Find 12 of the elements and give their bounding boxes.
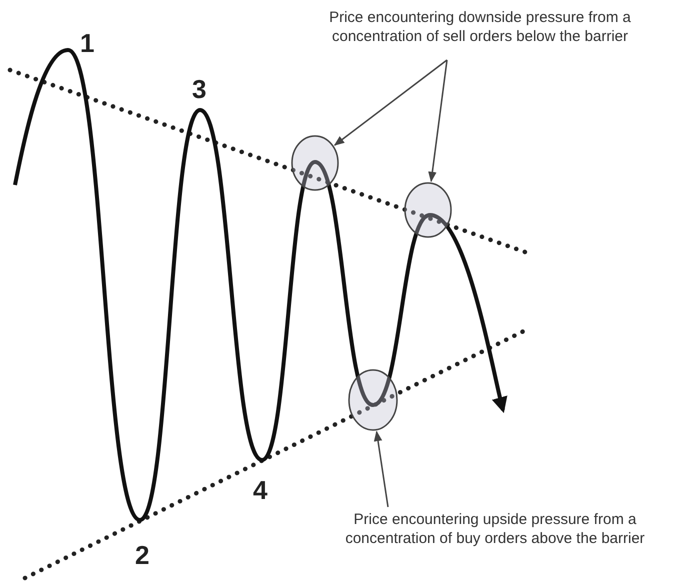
annotation-text: Price encountering downside pressure from a concentration of sell orders below the barrier [320, 8, 640, 46]
highlight-circle [348, 369, 398, 431]
point-label: 4 [253, 477, 268, 503]
point-label: 2 [135, 542, 150, 568]
highlight-circle [291, 135, 339, 191]
annotation-text: Price encountering upside pressure from a concentration of buy orders above the barrier [330, 510, 660, 548]
point-label: 3 [192, 76, 206, 102]
highlight-circle [404, 182, 452, 238]
point-label: 1 [80, 30, 94, 56]
arrow [428, 60, 448, 182]
arrow [374, 430, 389, 508]
arrow [334, 59, 448, 146]
